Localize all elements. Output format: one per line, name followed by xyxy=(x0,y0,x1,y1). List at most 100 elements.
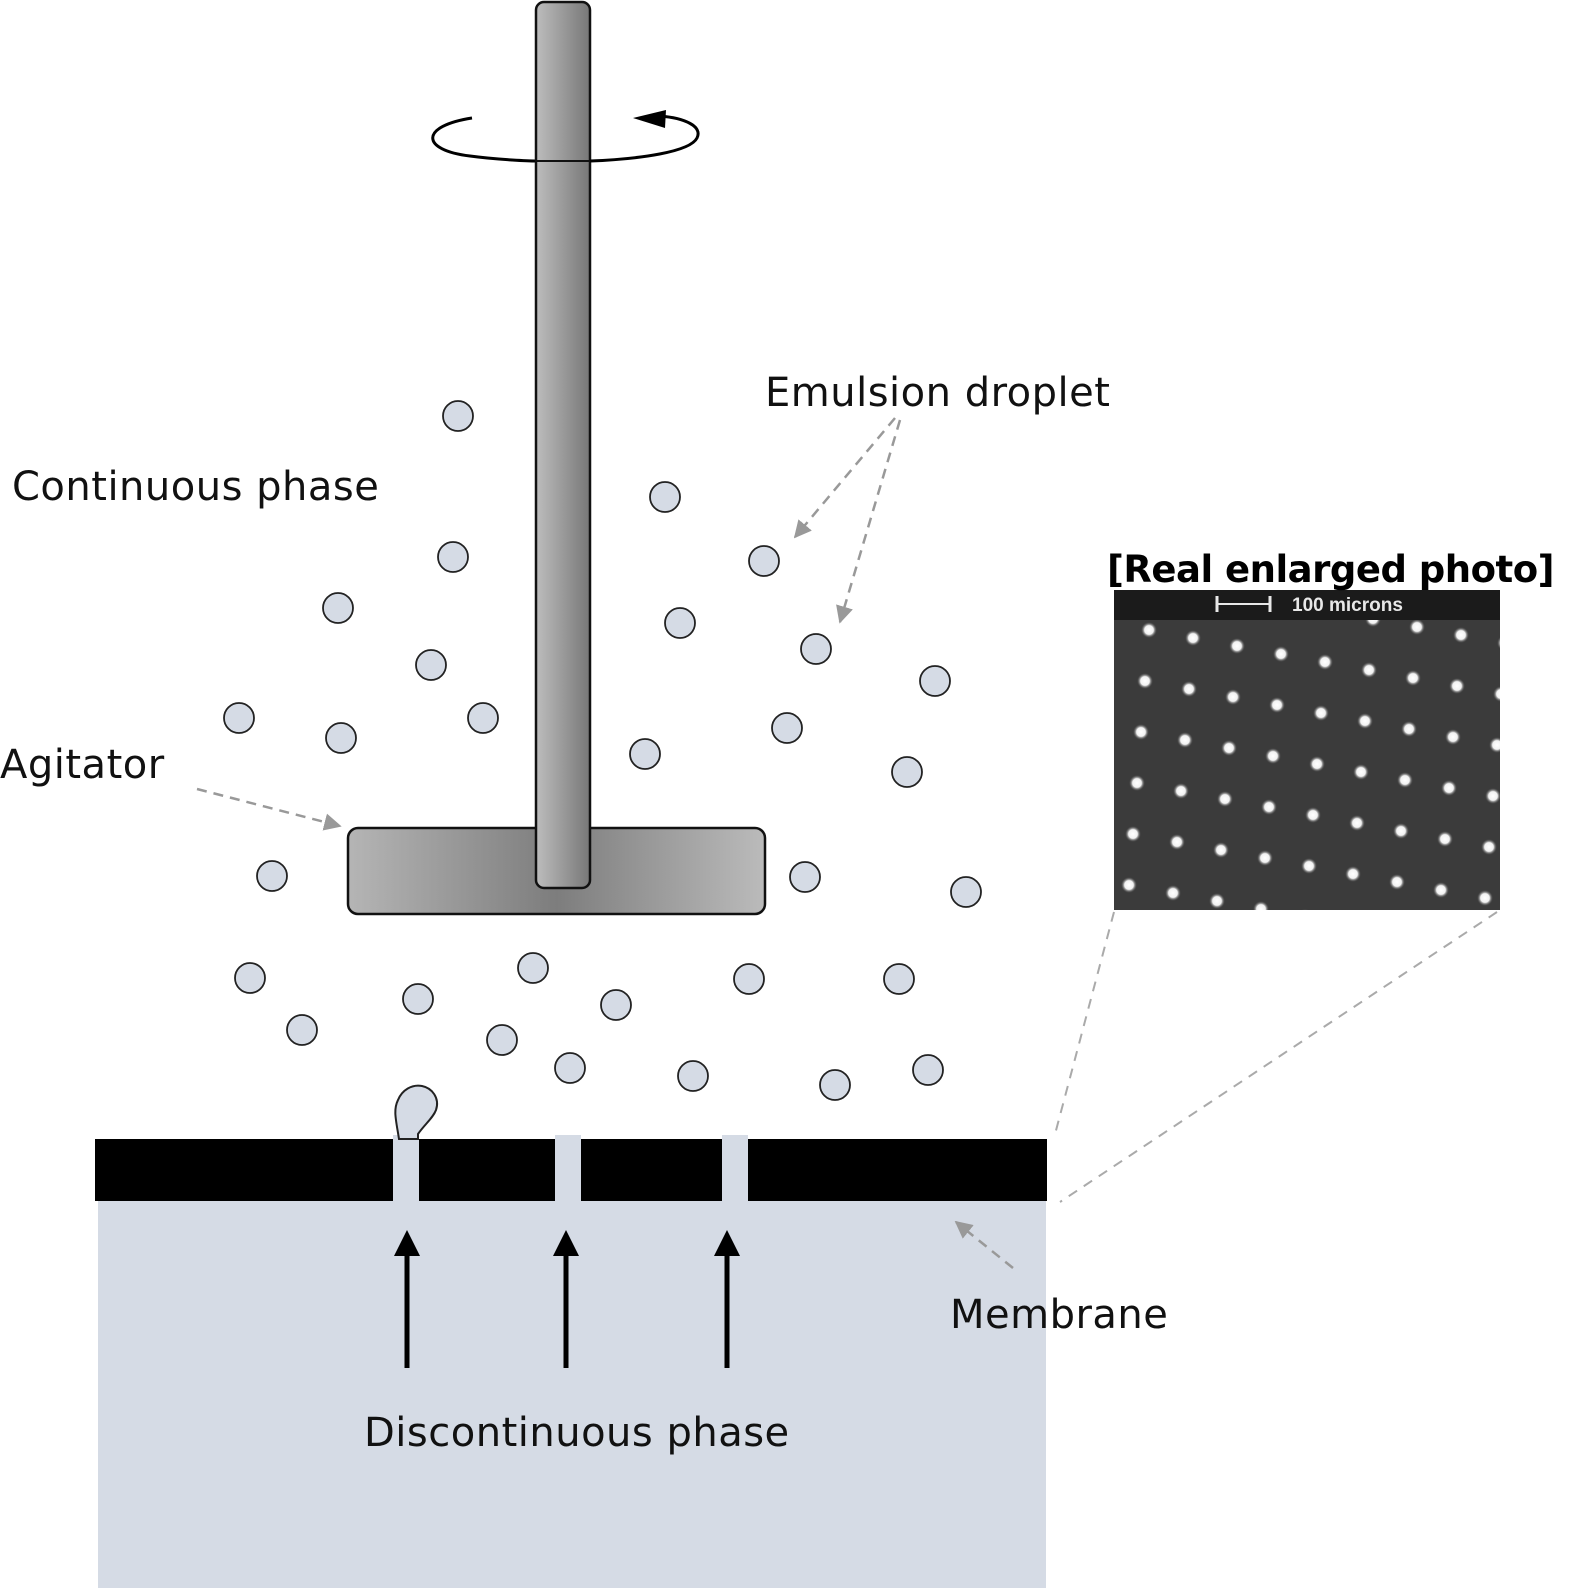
photo-droplet xyxy=(1357,713,1373,729)
photo-droplet xyxy=(1309,756,1325,772)
photo-droplet xyxy=(1401,721,1417,737)
emulsion-droplet xyxy=(771,712,803,744)
rotation-arrow-icon xyxy=(589,110,700,163)
emulsion-droplet xyxy=(234,962,266,994)
emulsion-droplet xyxy=(325,722,357,754)
photo-droplet xyxy=(1313,705,1329,721)
photo-droplet xyxy=(1437,831,1453,847)
emulsion-droplet xyxy=(800,633,832,665)
emulsion-droplet xyxy=(891,756,923,788)
photo-droplet xyxy=(1141,622,1157,638)
photo-droplet xyxy=(1273,646,1289,662)
photo-droplet xyxy=(1137,673,1153,689)
photo-droplet xyxy=(1445,729,1461,745)
photo-droplet xyxy=(1389,874,1405,890)
emulsion-droplet xyxy=(467,702,499,734)
emulsion-droplet xyxy=(486,1024,518,1056)
flow-arrows xyxy=(394,1230,740,1368)
emulsion-droplet xyxy=(733,963,765,995)
membrane-label: Membrane xyxy=(950,1292,1169,1338)
photo-droplet xyxy=(1441,780,1457,796)
photo-droplet xyxy=(1301,909,1309,910)
photo-droplet xyxy=(1165,885,1181,901)
photo-droplet xyxy=(1181,681,1197,697)
photo-droplet xyxy=(1225,689,1241,705)
enlarged-photo: 100 microns xyxy=(1097,590,1500,910)
photo-header-bar xyxy=(1114,590,1500,620)
photo-droplet xyxy=(1301,858,1317,874)
photo-droplet xyxy=(1405,670,1421,686)
emulsion-droplet xyxy=(600,989,632,1021)
emulsion-droplet xyxy=(677,1060,709,1092)
photo-droplet xyxy=(1361,662,1377,678)
emulsion-droplet xyxy=(919,665,951,697)
flow-arrow-up-icon xyxy=(553,1230,579,1368)
photo-droplet xyxy=(1265,748,1281,764)
membrane-pore xyxy=(722,1135,748,1201)
zoom-guide-line xyxy=(1059,911,1498,1203)
emulsion-droplet xyxy=(819,1069,851,1101)
photo-droplet xyxy=(1209,893,1225,909)
photo-droplet xyxy=(1485,788,1500,804)
photo-droplet xyxy=(1129,775,1145,791)
photo-droplet xyxy=(1253,901,1269,910)
photo-droplet xyxy=(1489,737,1500,753)
photo-droplet xyxy=(1221,740,1237,756)
emulsion-droplet xyxy=(256,860,288,892)
photo-title: [Real enlarged photo] xyxy=(1107,548,1555,591)
photo-droplet xyxy=(1349,815,1365,831)
scale-bar-icon xyxy=(1215,596,1272,612)
emulsion-droplet xyxy=(415,649,447,681)
photo-droplet xyxy=(1477,890,1493,906)
photo-droplet xyxy=(1133,724,1149,740)
photo-droplet xyxy=(1173,783,1189,799)
photo-droplet xyxy=(1481,839,1497,855)
agitator-pointer-arrow xyxy=(196,787,342,831)
photo-droplet xyxy=(1353,764,1369,780)
forming-droplet xyxy=(394,1084,438,1140)
discontinuous-phase-region xyxy=(98,1195,1046,1588)
photo-droplet xyxy=(1261,799,1277,815)
emulsion-droplet xyxy=(322,592,354,624)
emulsion-droplet xyxy=(950,876,982,908)
emulsion-droplet xyxy=(629,738,661,770)
photo-droplet xyxy=(1497,636,1500,650)
photo-droplet xyxy=(1097,614,1113,630)
photo-droplet xyxy=(1169,834,1185,850)
photo-droplet xyxy=(1493,686,1500,702)
flow-arrow-up-icon xyxy=(714,1230,740,1368)
zoom-guide-line xyxy=(1053,911,1115,1139)
photo-droplet xyxy=(1453,627,1469,643)
emulsion-droplet xyxy=(223,702,255,734)
photo-droplet xyxy=(1217,791,1233,807)
photo-droplet xyxy=(1177,732,1193,748)
droplet-pointer-arrow xyxy=(793,417,896,539)
scale-bar-label: 100 microns xyxy=(1292,595,1403,616)
photo-droplet xyxy=(1229,638,1245,654)
discontinuous-phase-label: Discontinuous phase xyxy=(364,1410,790,1456)
emulsion-droplet-label: Emulsion droplet xyxy=(765,370,1111,416)
membrane-pointer-arrow xyxy=(954,1220,1014,1269)
photo-droplet xyxy=(1257,850,1273,866)
photo-droplet xyxy=(1433,882,1449,898)
photo-droplet xyxy=(1317,654,1333,670)
emulsion-droplet xyxy=(286,1014,318,1046)
continuous-phase-label: Continuous phase xyxy=(12,464,380,510)
photo-droplet xyxy=(1345,866,1361,882)
emulsion-droplet xyxy=(554,1052,586,1084)
emulsion-droplet xyxy=(649,481,681,513)
photo-droplet xyxy=(1213,842,1229,858)
leader-lines xyxy=(196,417,1498,1269)
membrane-pore xyxy=(555,1135,581,1201)
emulsion-droplet xyxy=(883,963,915,995)
membrane xyxy=(95,1135,1047,1201)
flow-arrow-up-icon xyxy=(394,1230,420,1368)
droplet-pointer-arrow xyxy=(836,419,902,624)
photo-droplet xyxy=(1397,772,1413,788)
emulsion-droplets xyxy=(223,400,982,1101)
emulsion-droplet xyxy=(442,400,474,432)
photo-droplet xyxy=(1121,877,1137,893)
photo-droplets xyxy=(1097,611,1500,910)
photo-droplet xyxy=(1393,823,1409,839)
